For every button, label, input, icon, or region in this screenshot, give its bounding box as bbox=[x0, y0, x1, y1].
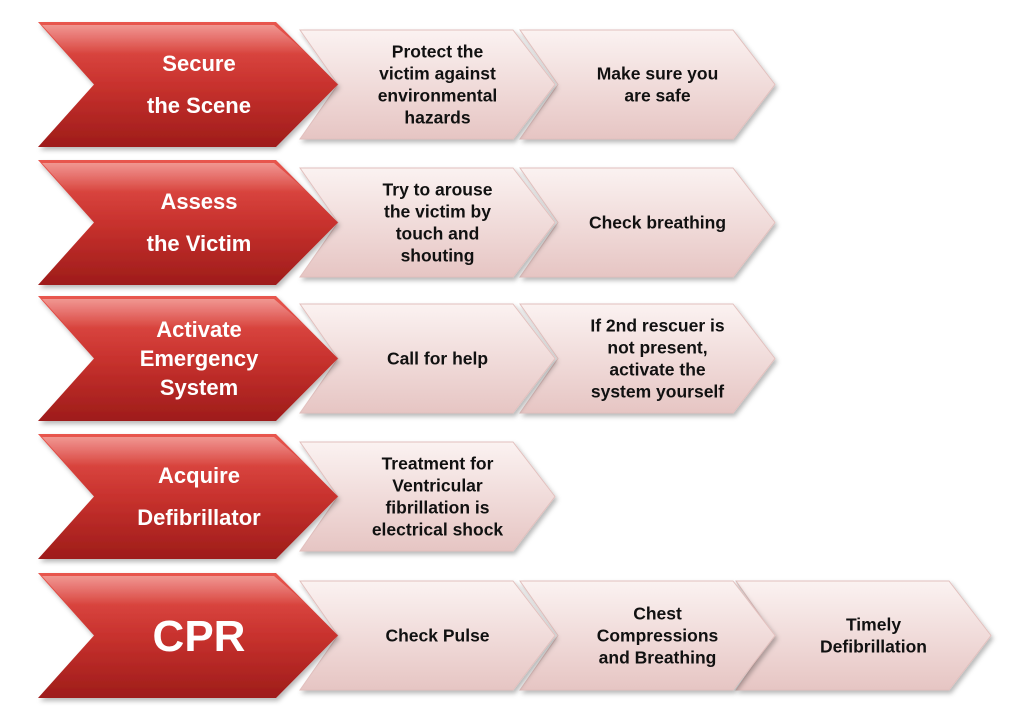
step-title: Acquire bbox=[158, 463, 240, 488]
detail-text: Make sure you bbox=[597, 64, 719, 84]
detail-text: are safe bbox=[624, 86, 690, 106]
detail-text: Treatment for bbox=[382, 454, 494, 474]
detail-chevron: Call for help bbox=[299, 303, 556, 414]
detail-text: Protect the bbox=[392, 42, 484, 62]
detail-chevron: Check breathing bbox=[519, 167, 776, 278]
step-title: the Victim bbox=[147, 231, 252, 256]
detail-text: Check Pulse bbox=[385, 626, 489, 646]
detail-text: system yourself bbox=[591, 382, 724, 402]
detail-chevron-shape bbox=[519, 167, 776, 278]
detail-chevron-shape bbox=[519, 29, 776, 140]
step-chevron-highlight bbox=[42, 163, 308, 192]
detail-text: activate the bbox=[609, 360, 706, 380]
step-title: Assess bbox=[160, 189, 237, 214]
detail-text: touch and bbox=[396, 224, 480, 244]
step-title: CPR bbox=[153, 612, 246, 661]
detail-text: shouting bbox=[401, 246, 475, 266]
step-chevron-highlight bbox=[42, 25, 308, 54]
step-title: Emergency bbox=[140, 346, 259, 371]
detail-text: Ventricular bbox=[392, 476, 483, 496]
detail-text: Timely bbox=[846, 615, 901, 635]
step-title: Defibrillator bbox=[137, 505, 261, 530]
detail-text: Compressions bbox=[597, 626, 719, 646]
step-chevron: CPR bbox=[38, 573, 338, 698]
detail-text: victim against bbox=[379, 64, 496, 84]
step-title: Activate bbox=[156, 317, 242, 342]
detail-text: not present, bbox=[607, 338, 707, 358]
detail-text: Try to arouse bbox=[383, 180, 493, 200]
detail-text: Call for help bbox=[387, 349, 488, 369]
detail-text: electrical shock bbox=[372, 520, 504, 540]
step-chevron: Assess the Victim bbox=[38, 160, 338, 285]
step-title: System bbox=[160, 375, 238, 400]
detail-text: Check breathing bbox=[589, 213, 726, 233]
detail-text: environmental bbox=[378, 86, 498, 106]
detail-chevron-shape bbox=[519, 303, 776, 414]
detail-text: If 2nd rescuer is bbox=[590, 316, 724, 336]
step-title: the Scene bbox=[147, 93, 251, 118]
detail-text: Defibrillation bbox=[820, 637, 927, 657]
detail-chevron-shape bbox=[519, 580, 776, 691]
detail-text: and Breathing bbox=[599, 648, 717, 668]
step-chevron: Secure the Scene bbox=[38, 22, 338, 147]
step-row: TimelyDefibrillationChestCompressionsand… bbox=[38, 573, 992, 698]
detail-text: fibrillation is bbox=[385, 498, 489, 518]
step-chevron-highlight bbox=[42, 576, 308, 605]
detail-text: Chest bbox=[633, 604, 682, 624]
step-chevron-highlight bbox=[42, 437, 308, 466]
detail-text: hazards bbox=[404, 108, 470, 128]
detail-text: the victim by bbox=[384, 202, 491, 222]
detail-chevron: Check Pulse bbox=[299, 580, 556, 691]
step-title: Secure bbox=[162, 51, 235, 76]
step-chevron-highlight bbox=[42, 299, 308, 328]
